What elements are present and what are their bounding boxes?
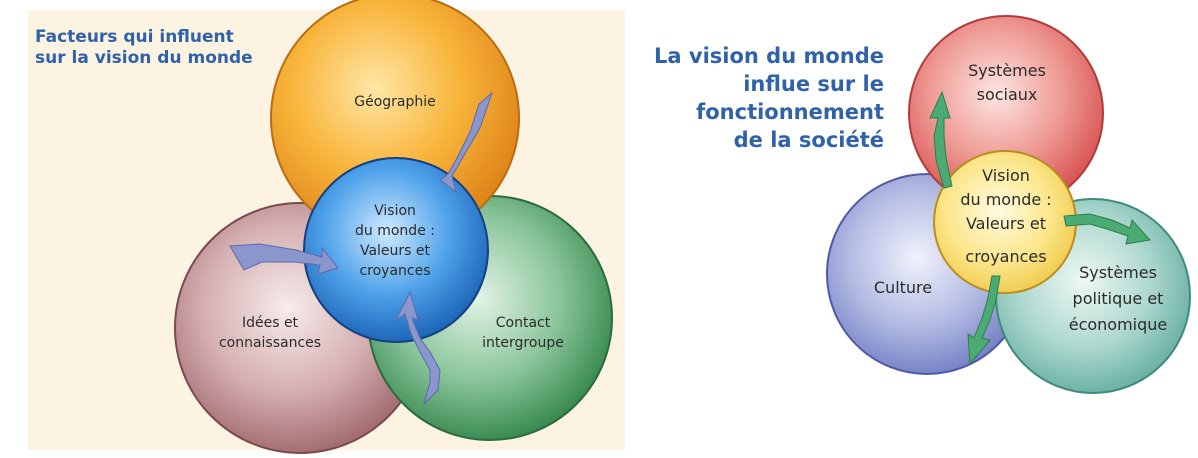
ideas-label: Idées et connaissances	[219, 315, 321, 351]
culture-label: Culture	[874, 278, 932, 297]
arrow-center-to-political	[1063, 213, 1151, 245]
political-label-line: économique	[1069, 315, 1168, 334]
arrow-center-to-culture	[967, 275, 1001, 366]
center-label-line: croyances	[965, 247, 1046, 266]
ideas-label-line: connaissances	[219, 335, 321, 351]
arrow-center-to-social	[929, 90, 953, 189]
right-title-line: influe sur le	[743, 72, 884, 96]
right-venn-diagram: Systèmes sociaux Vision du monde : Valeu…	[826, 15, 1191, 394]
right-title-line: La vision du monde	[654, 44, 884, 68]
left-venn-diagram: Géographie Vision du monde : Valeurs et …	[174, 0, 613, 454]
left-title-line: Facteurs qui influent	[35, 27, 234, 47]
left-title-line: sur la vision du monde	[35, 48, 253, 68]
social-label-line: Systèmes	[968, 61, 1046, 80]
arrow-geography-to-center	[439, 91, 494, 194]
right-diagram-title: La vision du monde influe sur le fonctio…	[654, 42, 884, 154]
center-blue-circle	[303, 157, 489, 343]
right-title-line: fonctionnement	[696, 100, 884, 124]
social-label-line: sociaux	[977, 85, 1038, 104]
political-label-line: politique et	[1073, 289, 1164, 308]
right-title-line: de la société	[733, 128, 884, 152]
contact-label-line: intergroupe	[482, 335, 564, 351]
geography-label-text: Géographie	[354, 94, 436, 110]
geography-label: Géographie	[354, 94, 436, 110]
center-label-line: du monde :	[355, 223, 435, 239]
political-label-line: Systèmes	[1079, 263, 1157, 282]
center-label-line: Valeurs et	[966, 214, 1046, 233]
center-label-line: Vision	[982, 166, 1030, 185]
social-label: Systèmes sociaux	[968, 61, 1046, 104]
political-label: Systèmes politique et économique	[1069, 263, 1168, 334]
center-label-left: Vision du monde : Valeurs et croyances	[355, 203, 435, 279]
center-label-line: croyances	[359, 263, 430, 279]
center-label-line: Valeurs et	[360, 243, 431, 259]
arrow-ideas-to-center	[229, 243, 339, 275]
contact-label-line: Contact	[496, 315, 551, 331]
left-diagram-title: Facteurs qui influent sur la vision du m…	[35, 27, 253, 69]
contact-label: Contact intergroupe	[482, 315, 564, 351]
center-label-right: Vision du monde : Valeurs et croyances	[960, 166, 1051, 266]
center-label-line: du monde :	[960, 190, 1051, 209]
arrow-contact-to-center	[394, 290, 441, 406]
ideas-label-line: Idées et	[242, 315, 299, 331]
culture-label-text: Culture	[874, 278, 932, 297]
center-label-line: Vision	[374, 203, 416, 219]
